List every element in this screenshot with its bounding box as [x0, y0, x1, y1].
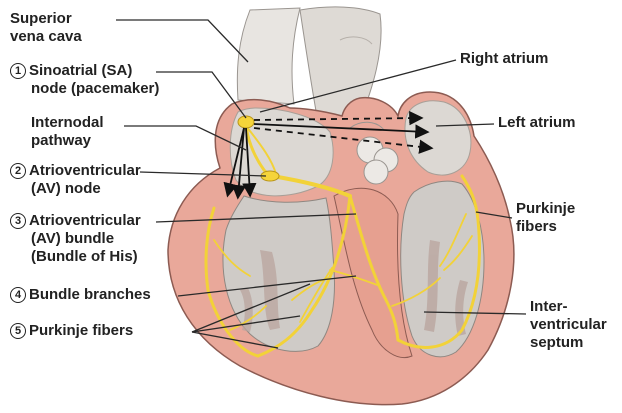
step-number-1: 1 [10, 63, 26, 79]
step-number-3: 3 [10, 213, 26, 229]
label-internodal-pathway: Internodal pathway [31, 114, 104, 150]
label-superior-vena-cava: Superior vena cava [10, 10, 82, 46]
step-number-5: 5 [10, 323, 26, 339]
label-purkinje-fibers-right: Purkinje fibers [516, 200, 575, 236]
label-right-atrium: Right atrium [460, 50, 548, 68]
left-ventricle-chamber [401, 181, 484, 357]
step-number-2: 2 [10, 163, 26, 179]
label-left-atrium: Left atrium [498, 114, 576, 132]
label-interventricular-septum: Inter- ventricular septum [530, 298, 607, 352]
step-number-4: 4 [10, 287, 26, 303]
